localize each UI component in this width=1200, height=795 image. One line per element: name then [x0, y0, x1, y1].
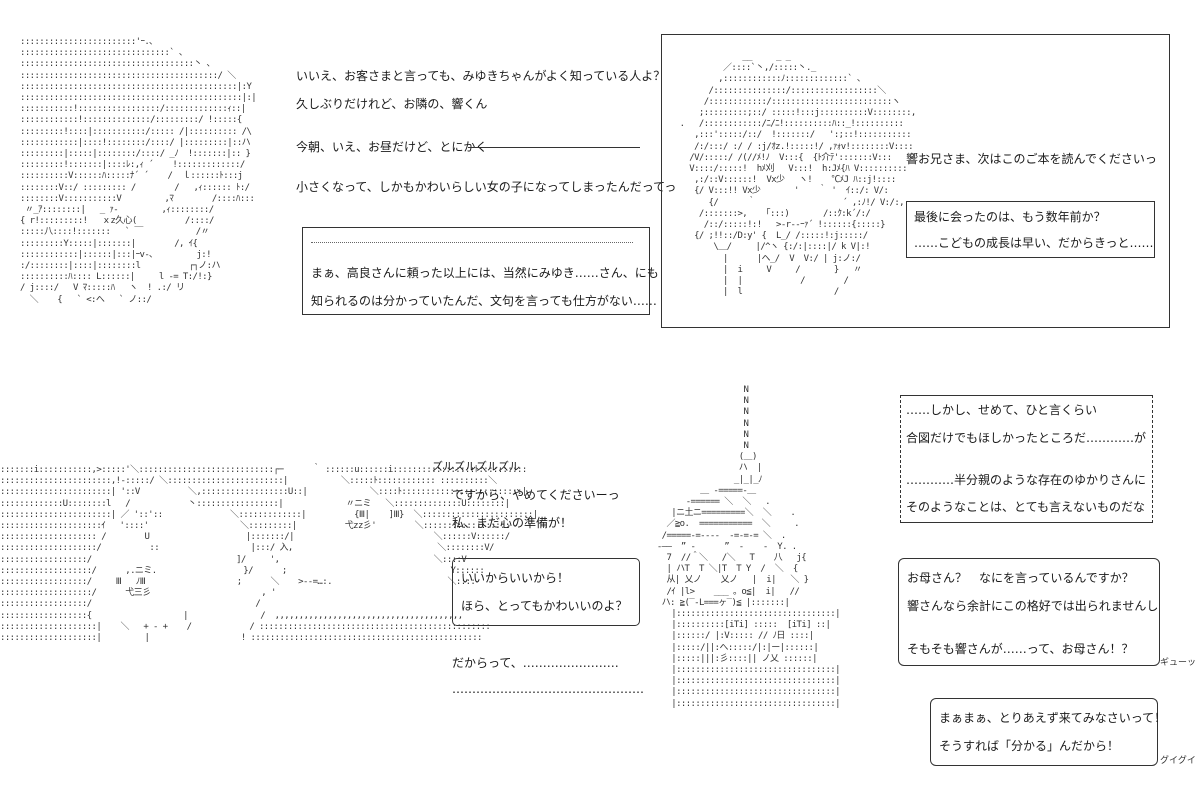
bubble-line: まぁまぁ、とりあえず来てみなさいって！ [939, 711, 1167, 725]
dialogue-line: ですから、やめてくださいーっ [452, 488, 620, 502]
bubble-line: お母さん？ なにを言っているんですか？ [907, 571, 1134, 585]
narration-line: 最後に会ったのは、もう数年前か？ [914, 210, 1106, 224]
speech-bubble: お母さん？ なにを言っているんですか？ 響さんなら余計にこの格好では出られません… [898, 558, 1160, 666]
dialogue-line: 久しぶりだけれど、お隣の、響くん [296, 97, 488, 111]
narration-line: 合図だけでもほしかったところだ…………が [906, 431, 1147, 445]
ascii-art-character-2: __ _ _ ／::::`丶,/:::::丶._ ,::::::::::::ﾉ:… [679, 52, 917, 298]
ascii-art-scene-3: :::::::i:::::::::::,>:::::'＼::::::::::::… [0, 465, 538, 644]
narration-line: ……しかし、せめて、ひと言くらい [906, 403, 1098, 417]
ascii-art-house: N N N N N N (＿) ハ | _|_|_ﾉ ＿ -=====-＿ [656, 385, 841, 709]
box-border-left [900, 395, 901, 523]
dialogue-line: 小さくなって、しかもかわいらしい女の子になってしまったんだってっ [296, 180, 677, 194]
box-border-right [1152, 395, 1153, 523]
dialogue-line: 響お兄さま、次はこのご本を読んでくださいっ [906, 152, 1157, 166]
bubble-tag: グイグイ [1160, 756, 1196, 766]
dash-line [468, 147, 640, 148]
narration-box: まぁ、高良さんに頼った以上には、当然にみゆき……さん、にも 知られるのは分かって… [302, 227, 659, 315]
bubble-line: そうすれば「分かる」んだから！ [939, 739, 1120, 753]
sound-effect: ズルズルズルズル [432, 460, 520, 473]
narration-line: …………半分親のような存在のゆかりさんに [906, 473, 1147, 487]
bubble-line: ほら、とってもかわいいのよ？ [461, 599, 628, 613]
bubble-tag: ギューッ [1160, 658, 1197, 668]
dotted-rule [311, 242, 633, 243]
speech-bubble: まぁまぁ、とりあえず来てみなさいって！ そうすれば「分かる」んだから！ [930, 698, 1166, 766]
narration-box: 最後に会ったのは、もう数年前か？ ……こどもの成長は早い、だからきっと…… [906, 201, 1155, 258]
narration-line: ……こどもの成長は早い、だからきっと…… [914, 236, 1154, 250]
dialogue-line: 私、まだ心の準備が！ [452, 516, 573, 530]
box-border-bottom [900, 522, 1153, 523]
bubble-line: いいからいいから！ [461, 571, 570, 585]
dialogue-line: ………………………………………… [452, 682, 644, 696]
speech-bubble: いいからいいから！ ほら、とってもかわいいのよ？ [452, 558, 640, 626]
panel-2-frame: __ _ _ ／::::`丶,/:::::丶._ ,::::::::::::ﾉ:… [661, 34, 1170, 328]
bubble-line: そもそも響さんが……って、お母さん！？ [907, 642, 1134, 656]
dialogue-line: だからって、…………………… [452, 656, 619, 670]
narration-line: 知られるのは分かっていたんだ、文句を言っても仕方がない…… [311, 294, 657, 308]
ascii-art-character-1: ::::::::::::::::::::::::'ｰ.､ :::::::::::… [20, 37, 257, 305]
narration-box: ……しかし、せめて、ひと言くらい 合図だけでもほしかったところだ…………が ……… [900, 395, 1153, 523]
dialogue-line: 今朝、いえ、お昼だけど、とにかく [296, 140, 488, 154]
narration-line: まぁ、高良さんに頼った以上には、当然にみゆき……さん、にも [311, 266, 659, 280]
bubble-line: 響さんなら余計にこの格好では出られませんし [907, 599, 1159, 613]
dialogue-line: いいえ、お客さまと言っても、みゆきちゃんがよく知っている人よ？ [296, 69, 666, 83]
box-border-top [900, 395, 1153, 396]
narration-line: そのようなことは、とても言えないものだな [906, 500, 1146, 514]
